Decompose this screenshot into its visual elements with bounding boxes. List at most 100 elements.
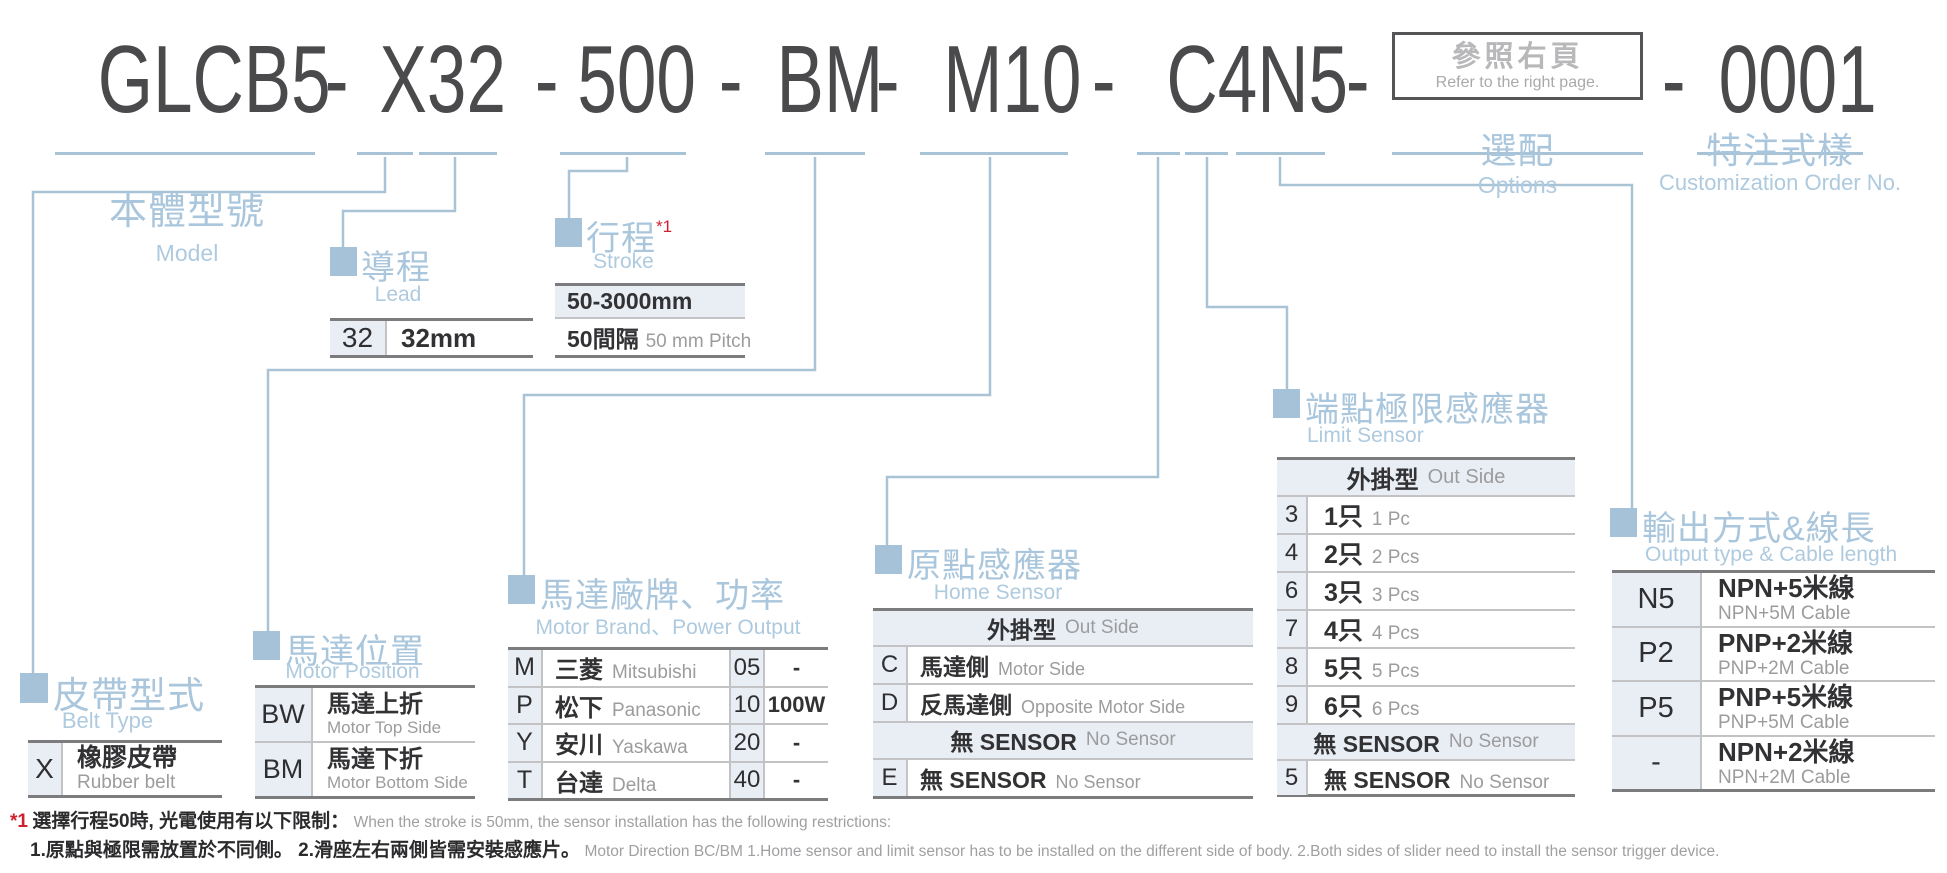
options-box: 參照右頁 Refer to the right page. [1392, 32, 1643, 100]
belt-title-en: Belt Type [61, 708, 154, 733]
footnote-mark: *1 [10, 811, 28, 832]
code-key: N5 [1612, 573, 1702, 626]
limit-qty-en: 3 Pcs [1371, 585, 1420, 606]
connector-stroke [567, 157, 629, 218]
limit-qty-zh: 5只 [1324, 655, 1363, 683]
home-sensor-zh: 反馬達側 [920, 691, 1012, 718]
code-key: BM [255, 743, 313, 796]
power-key: 05 [729, 650, 765, 686]
code-underline [1392, 152, 1643, 155]
table-header-row: 外掛型 Out Side [873, 611, 1253, 647]
code-key: X [28, 743, 63, 795]
brand-zh: 三菱 [555, 657, 603, 685]
section-bullet [1610, 508, 1637, 537]
table-header-row: 外掛型 Out Side [1277, 460, 1575, 497]
code-segment-motor-brand: M10 [943, 26, 1082, 133]
code-separator: - [324, 26, 349, 133]
code-key: D [873, 684, 908, 721]
connector-motor-position [266, 157, 817, 631]
code-key: 8 [1277, 649, 1308, 685]
code-segment-belt-lead: X32 [379, 26, 506, 133]
section-bullet [555, 218, 582, 247]
limit-qty-zh: 無 SENSOR [1324, 767, 1451, 793]
table-row: X 橡膠皮帶 Rubber belt [28, 743, 222, 795]
limit-qty-zh: 4只 [1324, 617, 1363, 645]
code-underline [920, 152, 1068, 155]
table-row: 5 無 SENSOR No Sensor [1277, 761, 1575, 795]
code-key: Y [508, 725, 543, 761]
home-sensor-en: Opposite Motor Side [1021, 696, 1186, 717]
home-sensor-table: 外掛型 Out Side C 馬達側 Motor Side D 反馬達側 Opp… [873, 608, 1253, 799]
limit-qty-en: 2 Pcs [1371, 547, 1420, 568]
power-key: 10 [729, 687, 765, 723]
code-underline [1185, 152, 1228, 155]
code-underline [357, 152, 413, 155]
table-row: T 台達 Delta 40 - [508, 762, 828, 798]
table-row: 9 6只 6 Pcs [1277, 687, 1575, 725]
header-en: No Sensor [1448, 731, 1539, 752]
header-zh: 外掛型 [1346, 467, 1419, 494]
header-zh: 無 SENSOR [1313, 731, 1440, 757]
motor-position-zh: 馬達下折 [327, 745, 423, 773]
lead-value: 32mm [401, 322, 477, 353]
section-bullet [508, 575, 535, 604]
customization-label-zh: 特注式樣 [1705, 130, 1854, 171]
motor-brand-title-en: Motor Brand、Power Output [535, 616, 801, 639]
code-segment-motor-position: BM [776, 26, 884, 133]
stroke-title-text: 行程 [586, 220, 656, 258]
lead-title-en: Lead [374, 283, 422, 306]
customization-label-en: Customization Order No. [1658, 170, 1902, 195]
limit-qty-zh: 3只 [1324, 579, 1363, 607]
limit-qty-en: 6 Pcs [1371, 699, 1420, 720]
code-segment-serial: 0001 [1718, 26, 1877, 133]
table-row: E 無 SENSOR No Sensor [873, 760, 1253, 796]
table-row: P 松下 Panasonic 10 100W [508, 687, 828, 725]
output-zh: NPN+5米線 [1718, 573, 1855, 604]
brand-en: Panasonic [612, 699, 701, 721]
stroke-title-zh: 行程*1 [586, 211, 672, 260]
code-key: C [873, 647, 908, 683]
code-key: 4 [1277, 535, 1308, 571]
code-key: P2 [1612, 627, 1702, 680]
section-bullet [253, 631, 280, 660]
code-segment-model: GLCB5 [97, 26, 331, 133]
table-row: BM 馬達下折 Motor Bottom Side [255, 743, 475, 796]
home-sensor-en: Motor Side [998, 658, 1086, 679]
brand-en: Delta [612, 774, 657, 796]
code-key: 6 [1277, 573, 1308, 609]
limit-qty-en: 4 Pcs [1371, 623, 1420, 644]
output-title-en: Output type & Cable length [1645, 543, 1898, 566]
output-en: NPN+2M Cable [1718, 766, 1851, 788]
connector-output [1278, 157, 1634, 508]
lead-title-zh: 導程 [361, 249, 431, 287]
belt-value-en: Rubber belt [77, 772, 176, 794]
code-underline [419, 152, 497, 155]
section-bullet [330, 247, 357, 276]
footnote-en: When the stroke is 50mm, the sensor inst… [353, 814, 892, 831]
brand-en: Yaskawa [612, 737, 688, 759]
code-key: 32 [330, 321, 387, 355]
table-row: M 三菱 Mitsubishi 05 - [508, 650, 828, 688]
output-title-zh: 輸出方式&線長 [1642, 510, 1876, 548]
code-underline [55, 152, 315, 155]
code-separator: - [718, 26, 743, 133]
code-underline [560, 152, 686, 155]
footnote-line-1: *1 選擇行程50時, 光電使用有以下限制： When the stroke i… [10, 806, 891, 833]
motor-position-title-en: Motor Position [285, 660, 420, 683]
footnote-zh: 1.原點與極限需放置於不同側。 2.滑座左右兩側皆需安裝感應片。 [30, 840, 580, 861]
code-underline [1236, 152, 1325, 155]
connector-motor-brand [522, 157, 992, 575]
stroke-title-en: Stroke [593, 250, 654, 273]
table-row: 3 1只 1 Pc [1277, 497, 1575, 535]
header-en: Out Side [1065, 617, 1139, 638]
options-label-zh: 選配 [1480, 130, 1555, 171]
output-zh: PNP+5米線 [1718, 682, 1854, 713]
limit-qty-zh: 2只 [1324, 541, 1363, 569]
limit-qty-en: 5 Pcs [1371, 661, 1420, 682]
motor-brand-title-zh: 馬達廠牌、功率 [540, 577, 785, 615]
code-segment-stroke: 500 [577, 26, 696, 133]
table-row: 32 32mm [330, 321, 533, 355]
header-en: No Sensor [1085, 729, 1176, 751]
